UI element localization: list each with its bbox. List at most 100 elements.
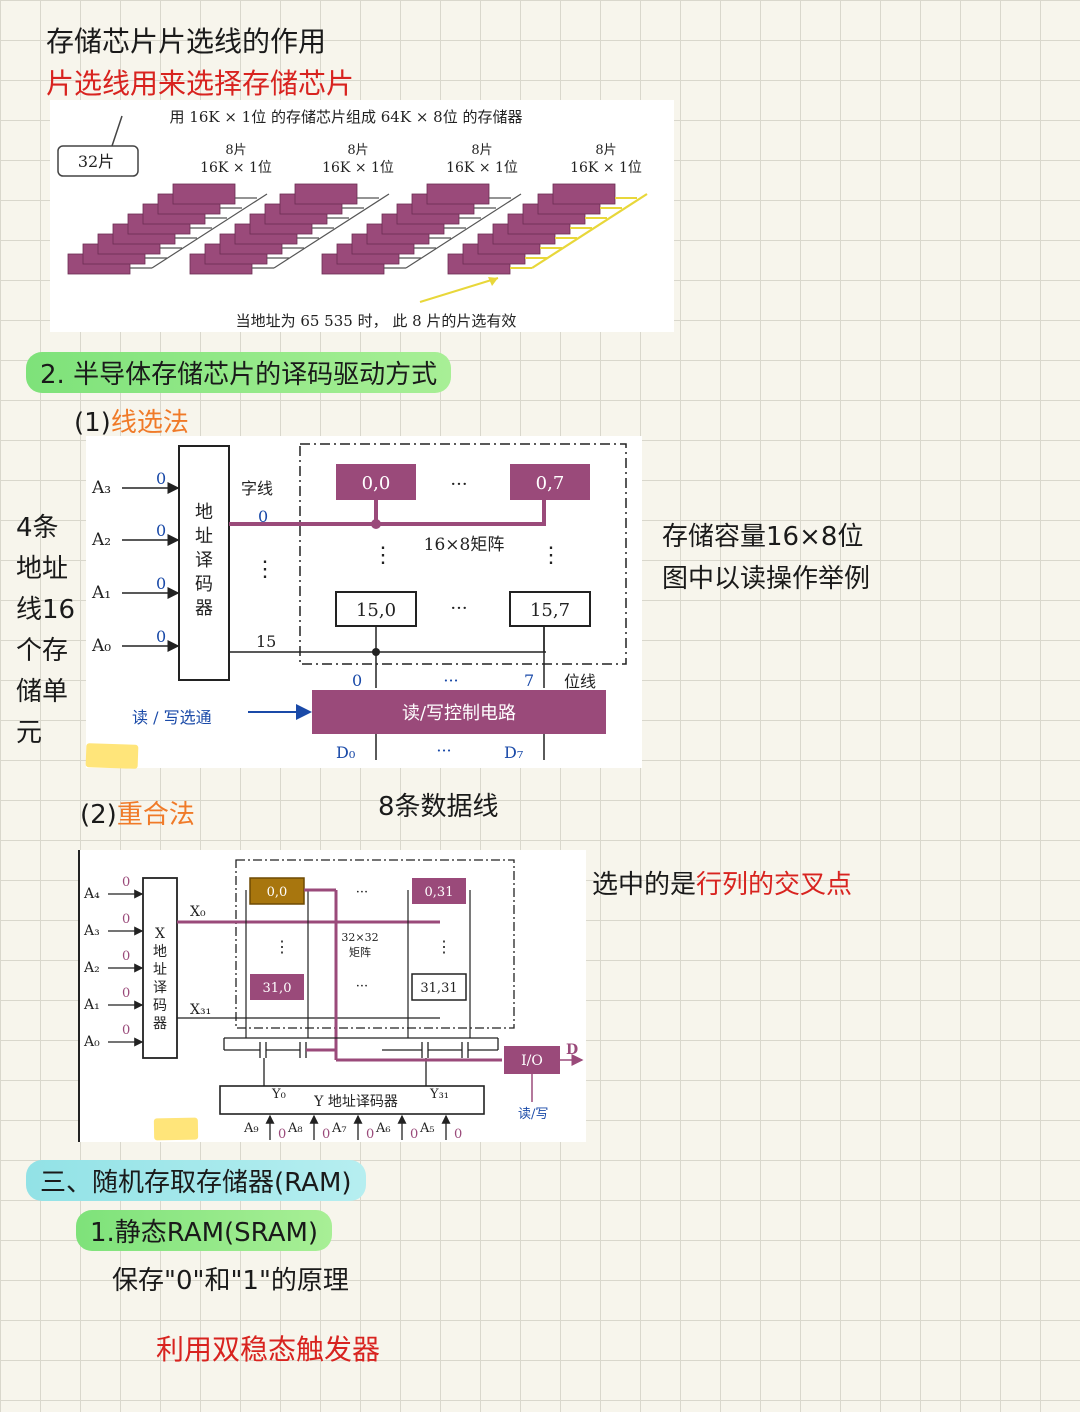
svg-text:16K × 1位: 16K × 1位 (200, 160, 272, 176)
svg-text:地: 地 (195, 502, 213, 523)
svg-text:译: 译 (153, 980, 167, 996)
fig1-bottom-caption: 当地址为 65 535 时， 此 8 片的片选有效 (236, 312, 517, 330)
svg-text:器: 器 (195, 598, 213, 619)
bit-line-hdots: ··· (443, 671, 458, 690)
x-address-lines: A₄ A₃ A₂ A₁ A₀ 0 0 0 0 0 (83, 875, 144, 1050)
y-address-lines: A₉ A₈ A₇ A₆ A₅ 0 0 0 0 0 (243, 1114, 462, 1142)
cell-0-0-selected (249, 877, 305, 905)
principle-question: 保存"0"和"1"的原理 (112, 1266, 349, 1296)
svg-text:A₃: A₃ (91, 478, 111, 498)
decoder-label: 地 址 译 码 器 (195, 502, 213, 619)
memory-chip (552, 183, 616, 205)
method-1-prefix: (1) (74, 408, 111, 438)
svg-text:16K × 1位: 16K × 1位 (570, 160, 642, 176)
svg-text:0: 0 (122, 1023, 130, 1038)
svg-text:A₀: A₀ (83, 1034, 100, 1050)
section-heading-3: 三、随机存取存储器(RAM) (26, 1160, 366, 1201)
memory-chip (172, 183, 236, 205)
method-2-label: (2)重合法 (80, 794, 195, 831)
svg-text:地: 地 (153, 944, 167, 960)
memory-chip (426, 183, 490, 205)
svg-text:码: 码 (153, 998, 167, 1014)
svg-text:0: 0 (156, 574, 166, 593)
svg-text:0: 0 (278, 1127, 286, 1142)
chip-bus-line (531, 193, 648, 269)
svg-text:8片: 8片 (347, 143, 368, 158)
svg-text:31,31: 31,31 (420, 981, 457, 996)
y31-label: Y₃₁ (429, 1087, 449, 1102)
left-note-line: 地址 (16, 554, 69, 584)
left-note-line: 线16 (16, 595, 76, 625)
left-note: 4条 地址 线16 个存 储单 元 (16, 508, 75, 754)
y0-label: Y₀ (271, 1087, 286, 1102)
matrix-hdots-bottom: ··· (356, 979, 368, 994)
svg-text:0: 0 (122, 986, 130, 1001)
address-decoder (178, 445, 230, 681)
svg-text:15,0: 15,0 (356, 600, 396, 621)
method-2-name: 重合法 (116, 800, 195, 830)
x-decoder-label: X 地 址 译 码 器 (153, 926, 167, 1032)
word-line-15-label: 15 (256, 632, 276, 651)
method-1-name: 线选法 (110, 408, 189, 438)
svg-text:A₅: A₅ (419, 1121, 435, 1136)
svg-text:A₆: A₆ (375, 1121, 391, 1136)
matrix-frame (299, 443, 627, 665)
subtitle: 片选线用来选择存储芯片 (46, 67, 355, 100)
data-pin-label: D (566, 1042, 578, 1058)
left-note-line: 储单 (16, 677, 69, 707)
svg-text:A₂: A₂ (91, 530, 111, 550)
cell-0-0 (336, 464, 416, 500)
svg-text:8片: 8片 (471, 143, 492, 158)
svg-text:码: 码 (195, 574, 213, 595)
svg-text:0: 0 (122, 875, 130, 890)
word-line-label: 字线 (241, 479, 273, 498)
svg-text:0: 0 (156, 469, 166, 488)
svg-text:A₀: A₀ (91, 636, 111, 656)
svg-text:A₈: A₈ (287, 1121, 303, 1136)
badge-frame (57, 145, 139, 177)
bit-line-label: 位线 (564, 672, 596, 691)
cell-31-31 (411, 973, 467, 1001)
cell-15-0 (335, 591, 417, 627)
svg-text:0: 0 (156, 521, 166, 540)
matrix-label-name: 矩阵 (349, 945, 371, 959)
section-heading-2: 2. 半导体存储芯片的译码驱动方式 (26, 352, 452, 393)
sticky-note-1 (85, 743, 139, 769)
figure-chip-arrangement: 用 16K × 1位 的存储芯片组成 64K × 8位 的存储器 32片 8片 … (50, 100, 674, 332)
svg-text:A₃: A₃ (83, 923, 100, 939)
right-note-read-example: 图中以读操作举例 (662, 564, 871, 594)
svg-text:0: 0 (322, 1127, 330, 1142)
matrix-vdots-left: ⋮ (372, 543, 394, 568)
method-1-label: (1)线选法 (74, 402, 189, 439)
matrix-hdots-bottom: ··· (450, 598, 467, 619)
svg-text:址: 址 (153, 962, 167, 978)
right-note-capacity: 存储容量16×8位 (662, 522, 864, 552)
matrix-vdots-right: ⋮ (436, 937, 452, 956)
svg-text:0: 0 (454, 1127, 462, 1142)
bit-line-0-label: 0 (352, 671, 362, 690)
cell-15-7 (509, 591, 591, 627)
memory-chip (294, 183, 358, 205)
svg-text:0: 0 (410, 1127, 418, 1142)
svg-text:0,7: 0,7 (536, 473, 565, 494)
chip-bus-line (151, 193, 268, 269)
data-line-hdots: ··· (436, 741, 451, 760)
svg-text:0,0: 0,0 (267, 885, 288, 900)
rw-control-circuit (312, 690, 606, 734)
svg-text:址: 址 (195, 526, 213, 547)
io-block (504, 1046, 560, 1074)
matrix-frame (235, 859, 515, 1029)
svg-text:A₁: A₁ (91, 583, 111, 603)
x0-label: X₀ (190, 904, 206, 920)
right-note-2-prefix: 选中的是 (592, 870, 697, 900)
y-address-decoder (219, 1085, 485, 1115)
left-note-line: 个存 (16, 636, 69, 666)
svg-text:15,7: 15,7 (530, 600, 570, 621)
svg-text:0: 0 (122, 912, 130, 927)
highlight-arrow (419, 277, 499, 303)
svg-text:0,31: 0,31 (425, 885, 454, 900)
svg-text:A₄: A₄ (83, 886, 100, 902)
data-line-d0: D₀ (336, 743, 355, 762)
svg-text:8片: 8片 (225, 143, 246, 158)
svg-text:读/写控制电路: 读/写控制电路 (402, 703, 516, 724)
